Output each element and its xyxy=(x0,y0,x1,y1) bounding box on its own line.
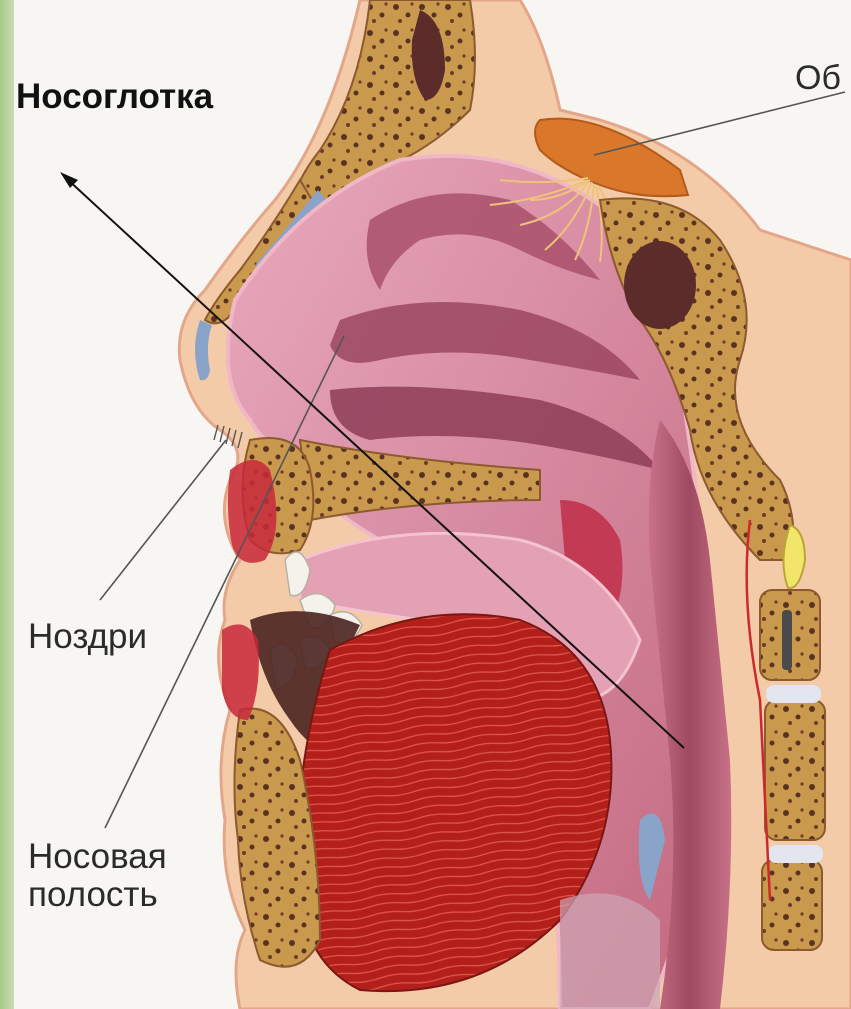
larynx xyxy=(560,893,660,1009)
label-nasal-cavity-line1: Носовая xyxy=(28,838,167,876)
upper-lip xyxy=(228,460,277,563)
sphenoid-sinus xyxy=(624,241,696,329)
nostrils-leader-line xyxy=(100,440,226,600)
label-nasopharynx: Носоглотка xyxy=(16,78,213,116)
label-olfactory-truncated: Об xyxy=(795,60,841,97)
label-nasal-cavity: Носовая полость xyxy=(28,838,167,914)
olfactory-leader-line xyxy=(594,92,845,155)
label-nasal-cavity-line2: полость xyxy=(28,876,167,914)
label-nostrils: Ноздри xyxy=(28,618,147,656)
